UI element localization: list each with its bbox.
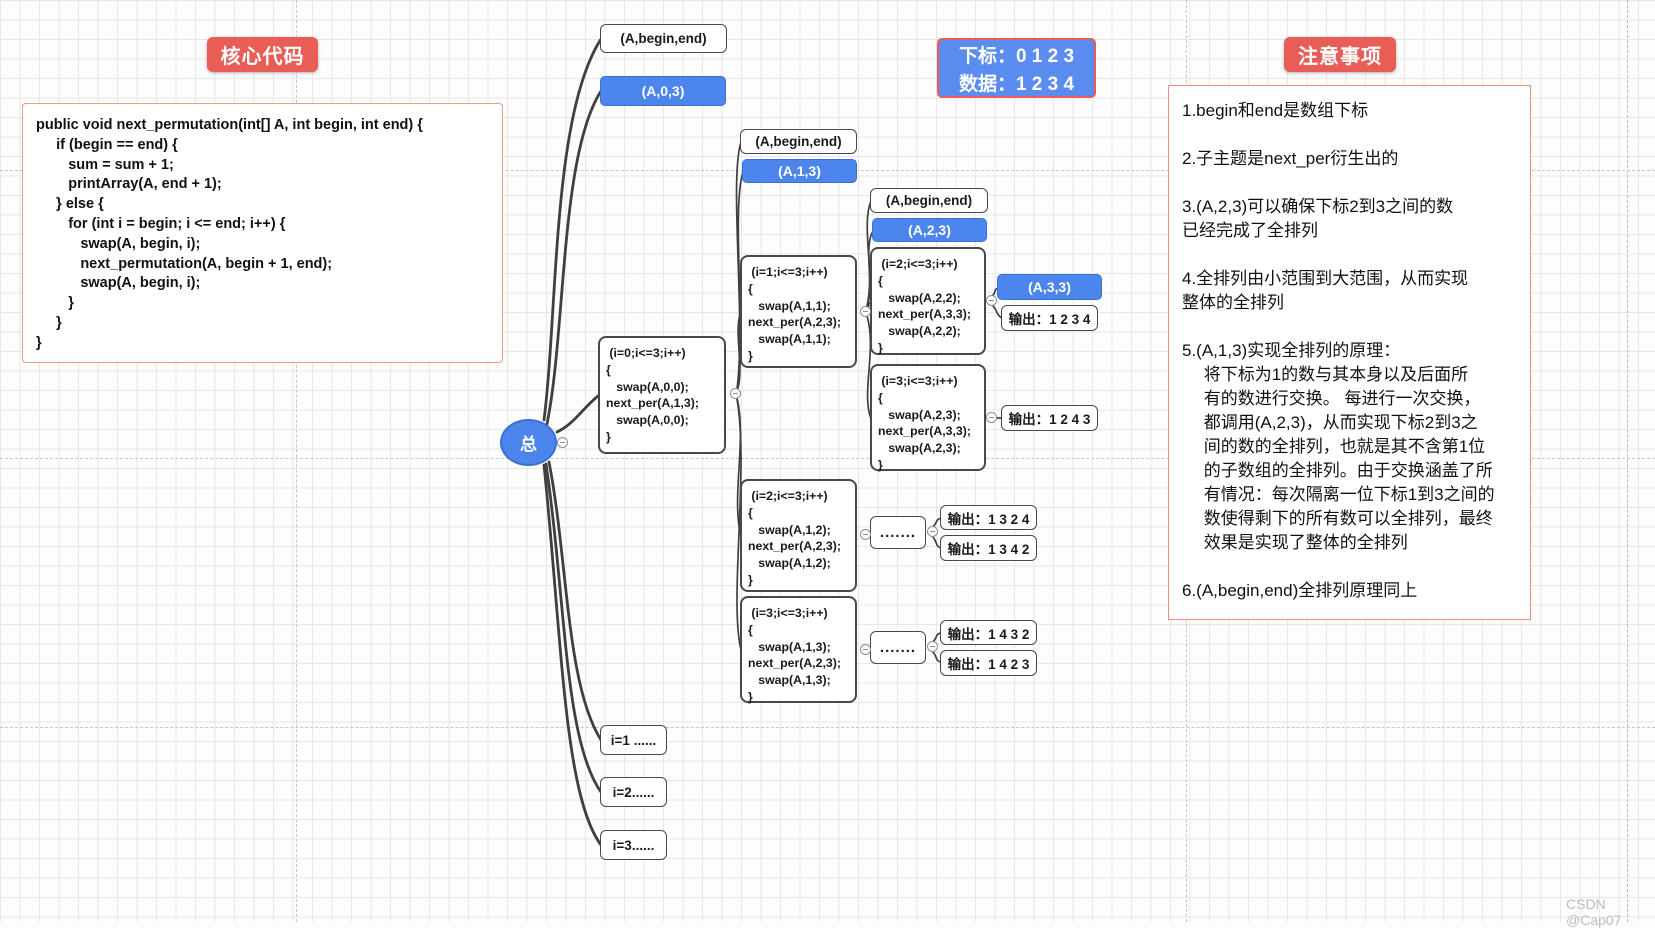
node-ellipsis-2[interactable]: ....... xyxy=(870,631,926,664)
node-loop-i3-inner[interactable]: (i=3;i<=3;i++) { swap(A,2,3); next_per(A… xyxy=(870,364,986,472)
collapse-minus-icon[interactable] xyxy=(927,641,938,652)
node-leaf-i1[interactable]: i=1 ...... xyxy=(600,725,667,755)
node-output-1432[interactable]: 输出：1 4 3 2 xyxy=(940,620,1037,645)
page-guide-line-vertical xyxy=(1627,0,1628,922)
node-output-1234[interactable]: 输出：1 2 3 4 xyxy=(1001,305,1098,331)
node-leaf-i3[interactable]: i=3...... xyxy=(600,830,667,860)
collapse-minus-icon[interactable] xyxy=(927,526,938,537)
collapse-minus-icon[interactable] xyxy=(860,306,871,317)
notes-title-badge: 注意事项 xyxy=(1284,37,1396,72)
node-a-0-3[interactable]: (A,0,3) xyxy=(600,76,726,106)
node-loop-i1[interactable]: (i=1;i<=3;i++) { swap(A,1,1); next_per(A… xyxy=(740,255,857,368)
page-guide-line-vertical xyxy=(296,0,297,922)
node-loop-i2-inner[interactable]: (i=2;i<=3;i++) { swap(A,2,2); next_per(A… xyxy=(870,247,986,355)
node-a-1-3[interactable]: (A,1,3) xyxy=(742,159,857,183)
node-a-2-3[interactable]: (A,2,3) xyxy=(872,218,987,242)
node-loop-i2-outer[interactable]: (i=2;i<=3;i++) { swap(A,1,2); next_per(A… xyxy=(740,479,857,592)
node-loop-i3-outer[interactable]: (i=3;i<=3;i++) { swap(A,1,3); next_per(A… xyxy=(740,596,857,704)
notes-block: 1.begin和end是数组下标 2.子主题是next_per衍生出的 3.(A… xyxy=(1168,85,1531,620)
collapse-minus-icon[interactable] xyxy=(986,412,997,423)
node-loop-i0[interactable]: (i=0;i<=3;i++) { swap(A,0,0); next_per(A… xyxy=(598,336,726,454)
core-code-block: public void next_permutation(int[] A, in… xyxy=(22,103,503,363)
node-a-3-3[interactable]: (A,3,3) xyxy=(997,274,1102,300)
node-root[interactable]: 总 xyxy=(500,419,557,466)
node-output-1342[interactable]: 输出：1 3 4 2 xyxy=(940,535,1037,561)
collapse-minus-icon[interactable] xyxy=(557,437,568,448)
page-guide-line-horizontal xyxy=(0,458,1655,459)
node-output-1324[interactable]: 输出：1 3 2 4 xyxy=(940,505,1037,530)
node-output-1243[interactable]: 输出：1 2 4 3 xyxy=(1001,405,1098,431)
node-a-begin-end-top[interactable]: (A,begin,end) xyxy=(600,24,727,53)
legend-data-line: 数据：1 2 3 4 xyxy=(958,73,1075,95)
index-data-legend: 下标：0 1 2 3 数据：1 2 3 4 xyxy=(937,38,1096,98)
core-code-title-badge: 核心代码 xyxy=(207,37,318,72)
node-ellipsis-1[interactable]: ....... xyxy=(870,516,926,549)
collapse-minus-icon[interactable] xyxy=(860,644,871,655)
node-output-1423[interactable]: 输出：1 4 2 3 xyxy=(940,650,1037,676)
node-a-begin-end-b2[interactable]: (A,begin,end) xyxy=(870,188,988,213)
collapse-minus-icon[interactable] xyxy=(986,295,997,306)
page-guide-line-horizontal xyxy=(0,727,1655,728)
watermark: CSDN @Cap07 xyxy=(1566,896,1622,928)
collapse-minus-icon[interactable] xyxy=(860,529,871,540)
legend-index-line: 下标：0 1 2 3 xyxy=(958,45,1075,67)
node-a-begin-end-b1[interactable]: (A,begin,end) xyxy=(740,129,857,154)
collapse-minus-icon[interactable] xyxy=(730,388,741,399)
node-leaf-i2[interactable]: i=2...... xyxy=(600,777,667,807)
